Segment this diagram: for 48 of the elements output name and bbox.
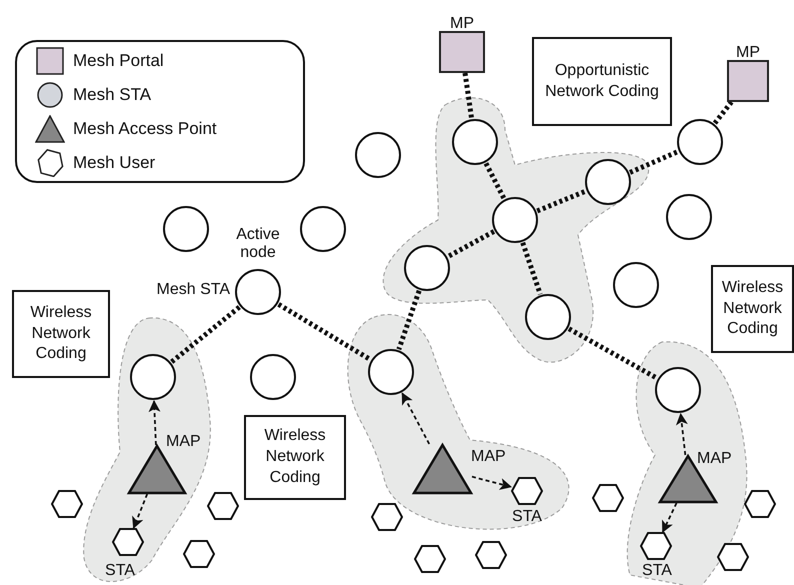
arrow <box>676 412 688 456</box>
node-label: MAP <box>697 450 733 468</box>
node-label: MAP <box>471 448 507 466</box>
box-label: Wireless Network Coding <box>29 302 93 364</box>
mesh-user-hexagon <box>371 503 403 531</box>
node-label: STA <box>641 562 673 580</box>
mesh-user-hexagon <box>717 543 749 571</box>
box-label: Wireless Network Coding <box>263 426 327 488</box>
mesh-user-hexagon <box>414 545 446 573</box>
arrow <box>472 476 512 490</box>
text-box <box>12 290 110 378</box>
mesh-user-hexagon <box>475 541 507 569</box>
mesh-user-hexagon <box>744 490 776 518</box>
node-label: Active node <box>235 226 281 263</box>
access-point-triangle <box>413 444 472 494</box>
node-label: STA <box>104 562 136 580</box>
arrow <box>148 400 160 446</box>
text-box <box>244 415 346 500</box>
mesh-user-hexagon <box>592 484 624 512</box>
box-label: Opportunistic Network Coding <box>544 60 660 102</box>
node-label: MAP <box>166 433 202 452</box>
mesh-link <box>520 242 543 296</box>
text-box <box>711 265 794 353</box>
box-label: Wireless Network Coding <box>720 278 784 340</box>
node-label: STA <box>511 508 543 526</box>
mesh-user-hexagon <box>207 492 239 520</box>
mesh-link <box>484 162 506 200</box>
node-label: MP <box>450 16 474 32</box>
legend-label: Mesh User <box>73 154 156 171</box>
mesh-link <box>170 305 241 364</box>
mesh-user-hexagon <box>640 532 672 560</box>
mesh-user-hexagon <box>51 490 83 518</box>
mesh-link <box>629 149 679 175</box>
arrow <box>662 502 678 533</box>
node-label: MP <box>736 45 760 61</box>
access-point-triangle <box>128 445 186 494</box>
mesh-user-hexagon <box>511 477 543 505</box>
legend-label: Mesh Access Point <box>73 120 217 137</box>
mesh-link <box>536 188 587 214</box>
mesh-user-hexagon <box>183 540 215 568</box>
legend-label: Mesh Portal <box>73 52 164 69</box>
mesh-user-hexagon <box>112 528 144 556</box>
text-box <box>532 37 672 126</box>
mesh-link <box>712 100 734 125</box>
legend-label: Mesh STA <box>73 86 152 103</box>
mesh-link <box>396 290 422 350</box>
node-label: Mesh STA <box>156 281 230 300</box>
arrow <box>132 494 148 529</box>
